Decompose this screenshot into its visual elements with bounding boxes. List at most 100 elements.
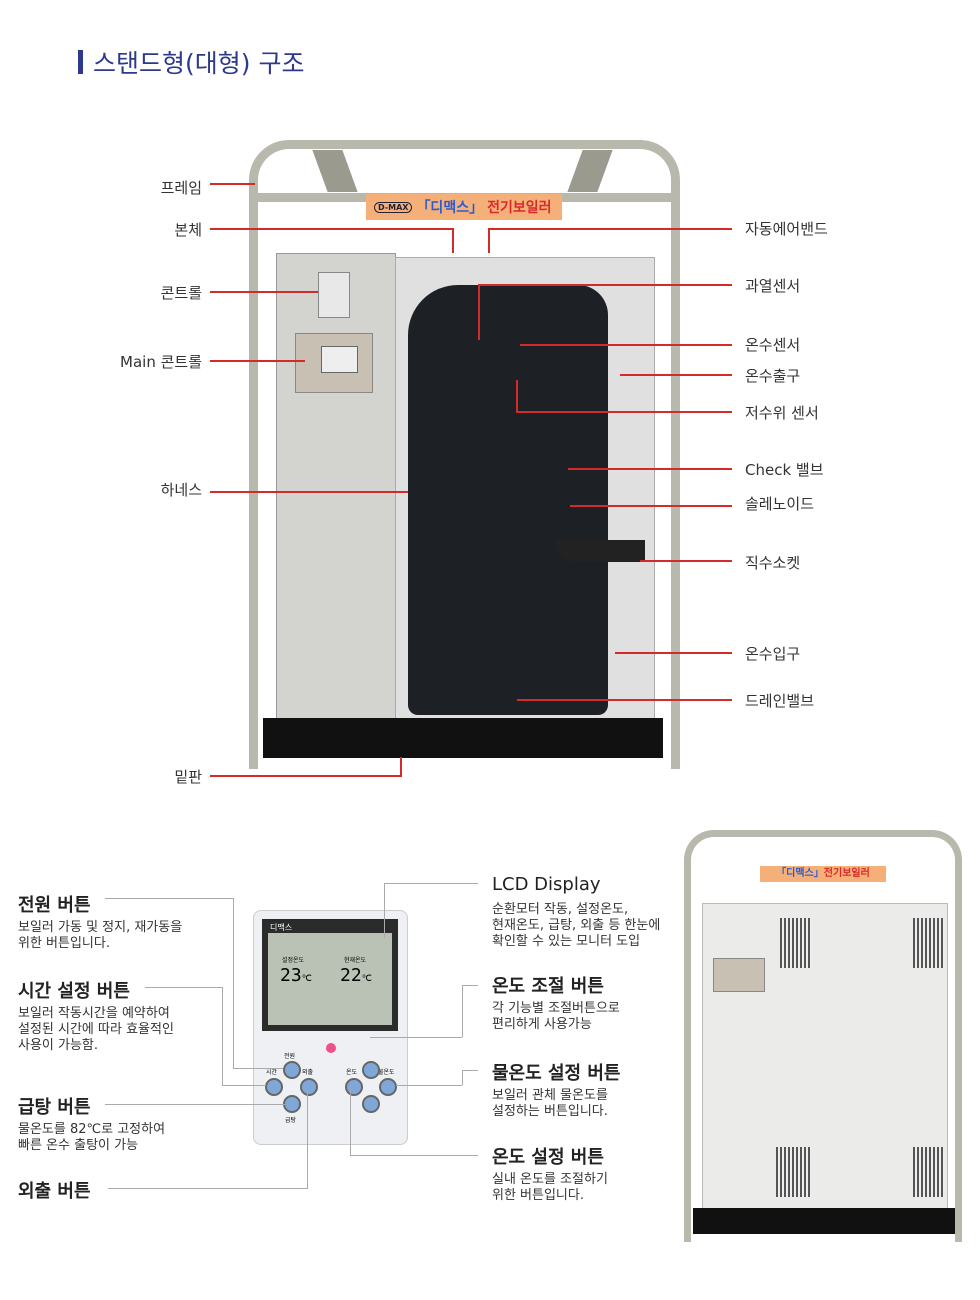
leader-line bbox=[615, 652, 732, 654]
leader-line bbox=[222, 1085, 266, 1086]
leader-line bbox=[233, 898, 234, 1068]
frame bbox=[249, 140, 680, 769]
leader-line bbox=[517, 699, 732, 701]
current-temp-label: 현재온도 bbox=[344, 957, 367, 964]
temp-label: 온도 bbox=[346, 1069, 358, 1076]
vent-grille bbox=[776, 1147, 810, 1197]
up-button[interactable] bbox=[362, 1061, 380, 1079]
controller-brand: 디맥스 bbox=[270, 923, 293, 932]
feature-time-desc: 보일러 작동시간을 예약하여 설정된 시간에 따라 효율적인 사용이 가능함. bbox=[18, 1006, 174, 1053]
leader-line bbox=[105, 1104, 285, 1105]
feature-hot-title: 급탕 버튼 bbox=[18, 1097, 91, 1118]
out-label: 외출 bbox=[302, 1069, 314, 1076]
boiler-cabinet bbox=[702, 903, 948, 1210]
leader-line bbox=[462, 1070, 463, 1085]
controller: 디맥스 설정온도 현재온도 23℃ 22℃ 전원 시간 외출 급탕 온도 물온도 bbox=[253, 910, 408, 1145]
leader-line bbox=[516, 380, 518, 412]
leader-line bbox=[350, 1090, 351, 1155]
time-button[interactable] bbox=[265, 1078, 283, 1096]
leader-line bbox=[210, 183, 255, 185]
leader-line bbox=[233, 1068, 283, 1069]
vent-grille bbox=[913, 1147, 945, 1197]
lcd-screen: 설정온도 현재온도 23℃ 22℃ bbox=[268, 933, 392, 1025]
leader-line bbox=[516, 411, 732, 413]
temp-button[interactable] bbox=[345, 1078, 363, 1096]
feature-power-title: 전원 버튼 bbox=[18, 895, 91, 916]
vent-grille bbox=[780, 918, 812, 968]
leader-line bbox=[222, 987, 223, 1085]
leader-line bbox=[620, 374, 732, 376]
feature-water-temp-title: 물온도 설정 버튼 bbox=[492, 1063, 621, 1084]
label-air-vent: 자동에어밴드 bbox=[745, 220, 828, 238]
leader-line bbox=[488, 228, 732, 230]
power-button[interactable] bbox=[283, 1061, 301, 1079]
time-label: 시간 bbox=[266, 1069, 278, 1076]
lcd-display: 디맥스 설정온도 현재온도 23℃ 22℃ bbox=[262, 919, 398, 1031]
hot-label: 급탕 bbox=[285, 1117, 297, 1124]
feature-lcd-title: LCD Display bbox=[492, 874, 601, 895]
feature-lcd-desc: 순환모터 작동, 설정온도, 현재온도, 급탕, 외출 등 한눈에 확인할 수 … bbox=[492, 902, 661, 949]
feature-temp-adjust-desc: 각 기능별 조절버튼으로 편리하게 사용가능 bbox=[492, 1001, 620, 1032]
feature-temp-adjust-title: 온도 조절 버튼 bbox=[492, 976, 604, 997]
label-overheat-sensor: 과열센서 bbox=[745, 277, 801, 295]
label-control: 콘트롤 bbox=[160, 284, 202, 302]
water-temp-button[interactable] bbox=[379, 1078, 397, 1096]
title-text: 스탠드형(대형) 구조 bbox=[93, 49, 305, 78]
feature-water-temp-desc: 보일러 관체 물온도를 설정하는 버튼입니다. bbox=[492, 1088, 608, 1119]
set-temp: 23℃ bbox=[280, 965, 312, 986]
label-harness: 하네스 bbox=[160, 481, 202, 499]
leader-line bbox=[307, 1090, 308, 1188]
feature-hot-desc: 물온도를 82℃로 고정하여 빠른 온수 출탕이 가능 bbox=[18, 1122, 166, 1153]
feature-out-title: 외출 버튼 bbox=[18, 1181, 91, 1202]
feature-temp-set-title: 온도 설정 버튼 bbox=[492, 1147, 604, 1168]
leader-line bbox=[452, 228, 454, 253]
leader-line bbox=[210, 491, 408, 493]
base-plate bbox=[263, 718, 663, 758]
leader-line bbox=[145, 987, 222, 988]
leader-line bbox=[384, 883, 385, 938]
power-led bbox=[326, 1043, 336, 1053]
brand-sign: D-MAX 「디맥스」 전기보일러 bbox=[366, 194, 562, 220]
label-body: 본체 bbox=[174, 221, 202, 239]
leader-line bbox=[462, 985, 463, 1037]
hot-water-button[interactable] bbox=[283, 1095, 301, 1113]
leader-line bbox=[210, 360, 305, 362]
leader-line bbox=[488, 228, 490, 253]
feature-power-desc: 보일러 가동 및 정지, 재가동을 위한 버튼입니다. bbox=[18, 920, 183, 951]
down-button[interactable] bbox=[362, 1095, 380, 1113]
leader-line bbox=[396, 1085, 462, 1086]
label-water-inlet: 온수입구 bbox=[745, 645, 801, 663]
label-main-control: Main 콘트롤 bbox=[120, 353, 202, 371]
leader-line bbox=[210, 291, 318, 293]
leader-line bbox=[384, 883, 478, 884]
label-frame: 프레임 bbox=[160, 179, 202, 197]
control-panel bbox=[276, 253, 396, 720]
power-label: 전원 bbox=[284, 1053, 296, 1060]
feature-time-title: 시간 설정 버튼 bbox=[18, 981, 130, 1002]
controller-thumb bbox=[318, 272, 350, 318]
leader-line bbox=[108, 1188, 308, 1189]
label-water-temp-sensor: 온수센서 bbox=[745, 336, 801, 354]
title-bar bbox=[78, 50, 83, 74]
leader-line bbox=[370, 1037, 462, 1038]
leader-line bbox=[400, 757, 402, 777]
leader-line bbox=[210, 775, 402, 777]
leader-line bbox=[640, 560, 732, 562]
leader-line bbox=[210, 228, 454, 230]
out-button[interactable] bbox=[300, 1078, 318, 1096]
leader-line bbox=[520, 344, 732, 346]
leader-line bbox=[568, 468, 732, 470]
leader-line bbox=[462, 985, 478, 986]
label-hot-water-outlet: 온수출구 bbox=[745, 367, 801, 385]
water-tank bbox=[408, 285, 608, 715]
label-solenoid: 솔레노이드 bbox=[745, 495, 815, 513]
label-direct-socket: 직수소켓 bbox=[745, 554, 801, 572]
brand-sign-small: 「디맥스」전기보일러 bbox=[760, 866, 886, 882]
vent-grille bbox=[913, 918, 945, 968]
leader-line bbox=[478, 284, 732, 286]
leader-line bbox=[105, 898, 233, 899]
label-check-valve: Check 밸브 bbox=[745, 461, 824, 479]
leader-line bbox=[350, 1155, 478, 1156]
logo: D-MAX bbox=[374, 201, 413, 213]
